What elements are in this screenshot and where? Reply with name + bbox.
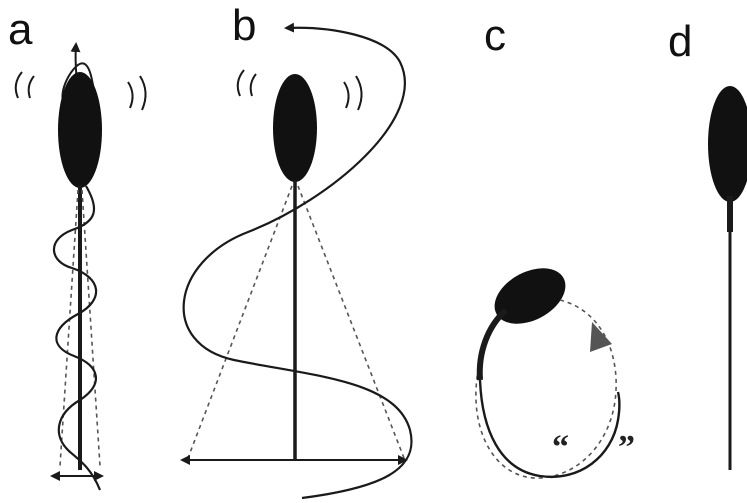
panel-d: d xyxy=(668,17,747,470)
vibration-mark-left-outer xyxy=(14,71,23,99)
planar-waveform-b xyxy=(182,22,413,500)
sperm-head-d xyxy=(708,86,747,202)
sperm-head-c xyxy=(494,268,566,324)
helical-waveform-a xyxy=(52,185,102,491)
panel-b-label: b xyxy=(232,1,256,50)
cone-edge-left-a xyxy=(59,189,79,467)
vibration-mark-right-outer-b xyxy=(355,75,363,111)
vibration-mark-right-outer xyxy=(139,75,147,111)
close-quote-mark: ” xyxy=(618,429,635,466)
panel-c-label: c xyxy=(484,11,506,60)
vibration-mark-left-outer-b xyxy=(236,69,245,97)
direction-arrow-c xyxy=(590,322,612,352)
cone-edge-left-b xyxy=(187,185,293,459)
cone-edge-right-a xyxy=(81,189,101,467)
panel-d-label: d xyxy=(668,17,692,66)
vibration-mark-right-inner-b xyxy=(343,81,350,109)
panel-c: c “ ” xyxy=(475,11,635,479)
sperm-head-a xyxy=(58,72,102,188)
panel-a-label: a xyxy=(8,5,33,54)
cone-edge-right-b xyxy=(297,185,405,459)
open-quote-mark: “ xyxy=(552,429,569,466)
vibration-mark-left-inner-b xyxy=(249,73,257,97)
panel-b: b xyxy=(180,1,413,500)
vibration-mark-right-inner xyxy=(127,81,134,109)
panel-a: a xyxy=(8,5,147,491)
flagellum-midpiece-c xyxy=(476,307,509,381)
sperm-head-b xyxy=(273,74,317,182)
curved-flagellum-c xyxy=(478,379,621,479)
vibration-mark-left-inner xyxy=(27,75,35,99)
